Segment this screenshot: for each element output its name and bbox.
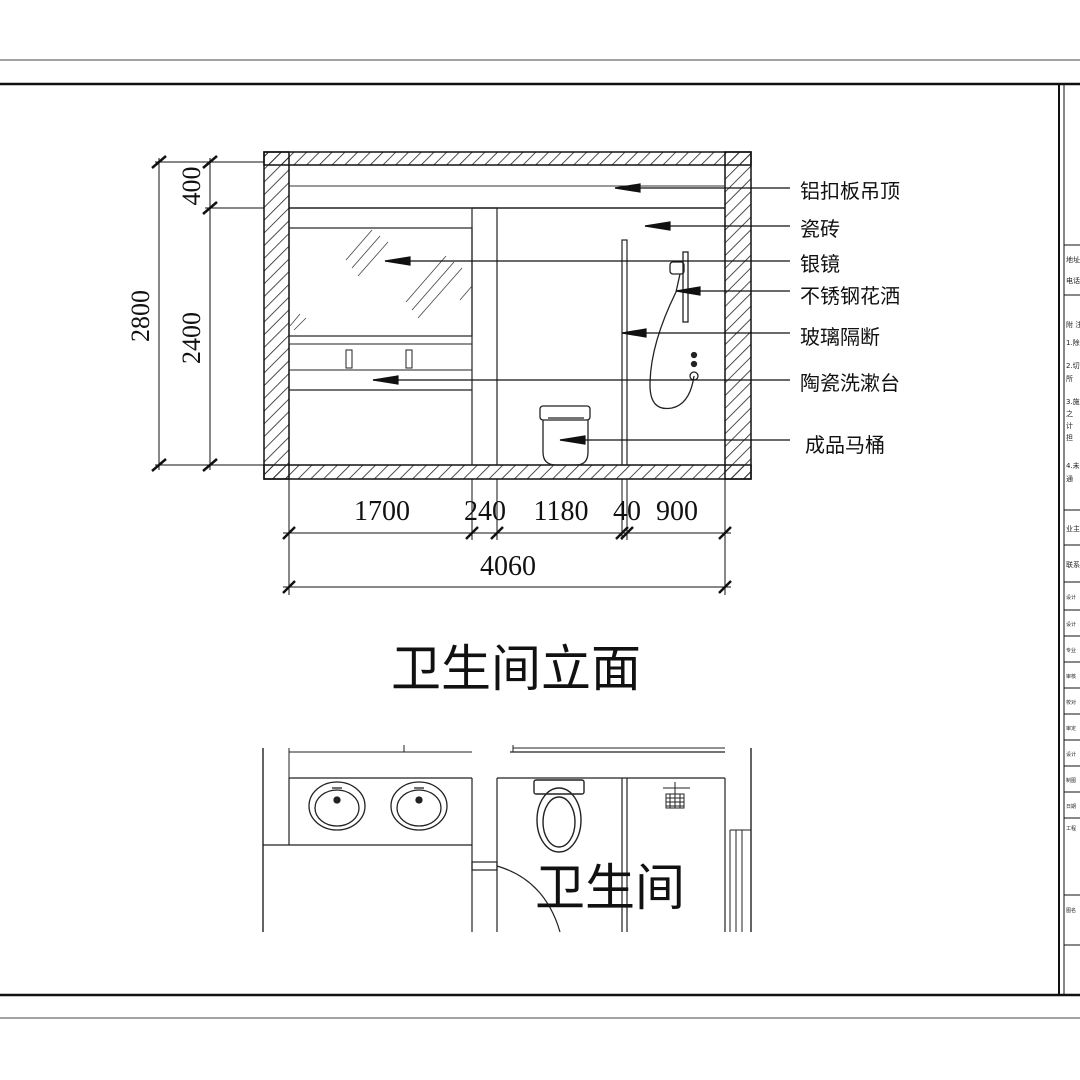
label-basin: 陶瓷洗漱台 bbox=[800, 371, 900, 395]
tb-row: 制图 bbox=[1066, 777, 1076, 784]
dim-width-toilet: 1180 bbox=[534, 496, 589, 527]
left-wall bbox=[263, 151, 290, 480]
tb-row: 审核 bbox=[1066, 673, 1076, 680]
bathroom-elevation: 铝扣板吊顶 瓷砖 银镜 不锈钢花洒 玻璃隔断 陶瓷洗漱台 成品马桶 2800 4… bbox=[126, 151, 900, 698]
shower-plan-icon bbox=[663, 782, 690, 809]
dim-width-partition: 240 bbox=[464, 496, 506, 527]
tb-row: 联系 bbox=[1066, 560, 1080, 569]
window-plan bbox=[729, 829, 751, 932]
tb-row: 工程 bbox=[1066, 825, 1076, 832]
faucet-icon bbox=[405, 349, 413, 369]
horizontal-dimension-lines bbox=[282, 479, 732, 595]
tb-row: 之 bbox=[1066, 409, 1073, 418]
tb-row: 审定 bbox=[1066, 725, 1076, 732]
tb-row: 校对 bbox=[1066, 699, 1076, 706]
faucet-icon bbox=[345, 349, 353, 369]
dim-width-shower: 900 bbox=[656, 496, 698, 527]
elevation-title: 卫生间立面 bbox=[391, 640, 641, 698]
leader-lines bbox=[372, 183, 790, 445]
tb-row: 日期 bbox=[1066, 804, 1076, 810]
toilet-icon bbox=[539, 405, 591, 466]
right-wall bbox=[724, 151, 752, 480]
tb-row: 担 bbox=[1066, 433, 1073, 442]
partition-wall bbox=[471, 207, 498, 466]
tb-row: 电话 bbox=[1066, 276, 1080, 285]
ceiling-slab bbox=[263, 151, 752, 166]
mirror bbox=[288, 227, 473, 337]
label-ceiling: 铝扣板吊顶 bbox=[800, 179, 900, 203]
vertical-dimension-lines bbox=[151, 155, 264, 472]
label-mirror: 银镜 bbox=[800, 252, 840, 276]
dim-total-height: 2800 bbox=[126, 290, 155, 342]
floor-slab bbox=[263, 464, 752, 480]
tb-row: 业主 bbox=[1066, 524, 1080, 533]
tb-row: 4.未 bbox=[1066, 461, 1080, 470]
tb-row: 设计 bbox=[1066, 621, 1076, 628]
bathroom-plan: 卫生间 bbox=[262, 745, 752, 933]
title-block: 地址 电话 附 注 1.除 2.切 所 3.施 之 计 担 4.未 通 业主 联… bbox=[1064, 244, 1080, 946]
toilet-plan-icon bbox=[533, 779, 585, 853]
label-toilet: 成品马桶 bbox=[805, 433, 885, 457]
tb-row: 2.切 bbox=[1066, 362, 1080, 370]
sheet-frame bbox=[0, 59, 1080, 1019]
label-tile: 瓷砖 bbox=[800, 217, 840, 241]
label-shower: 不锈钢花洒 bbox=[800, 284, 900, 308]
tb-row: 图名 bbox=[1066, 907, 1076, 914]
dim-ceiling-height: 400 bbox=[177, 167, 206, 206]
tb-row: 所 bbox=[1066, 374, 1073, 383]
tb-row: 地址 bbox=[1066, 255, 1080, 264]
plan-room-label: 卫生间 bbox=[535, 859, 685, 917]
sink-icon bbox=[308, 781, 366, 831]
tb-row: 计 bbox=[1066, 421, 1073, 430]
tb-row: 通 bbox=[1066, 474, 1073, 483]
dim-width-total: 4060 bbox=[480, 551, 536, 582]
mirror-hatch bbox=[289, 229, 473, 331]
tb-row: 3.施 bbox=[1066, 397, 1080, 406]
glass-partition bbox=[621, 239, 628, 466]
tb-row: 专业 bbox=[1066, 647, 1076, 654]
dim-width-glass: 40 bbox=[613, 496, 641, 527]
tb-row: 设计 bbox=[1066, 751, 1076, 758]
dim-wall-height: 2400 bbox=[177, 312, 206, 364]
tb-row: 1.除 bbox=[1066, 338, 1080, 347]
vanity-backsplash bbox=[288, 335, 473, 345]
tb-row: 附 注 bbox=[1066, 320, 1080, 329]
sink-icon bbox=[390, 781, 448, 831]
dim-width-vanity: 1700 bbox=[354, 496, 410, 527]
label-glass: 玻璃隔断 bbox=[800, 325, 880, 349]
shower-icon bbox=[649, 251, 699, 410]
door-swing bbox=[471, 861, 561, 933]
tb-row: 设计 bbox=[1066, 594, 1076, 601]
